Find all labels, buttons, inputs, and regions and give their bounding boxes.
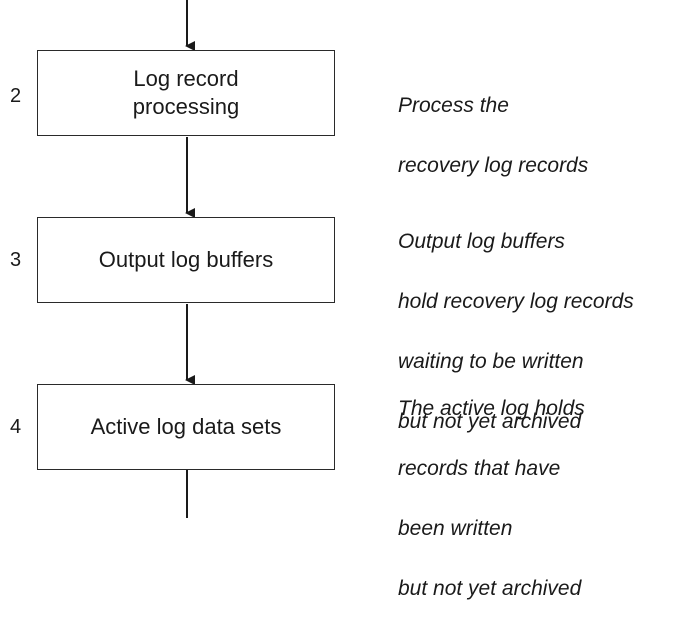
step-number-4: 4 [10,416,22,438]
description-line: Process the [398,94,509,117]
step-description-2: Process the recovery log records [398,61,588,211]
step-label: Active log data sets [90,414,282,439]
flow-connectors [185,0,195,518]
description-line: hold recovery log records [398,290,634,313]
step-description-3: Output log buffers hold recovery log rec… [398,197,634,467]
step-description-4: The active log holds records that have b… [398,364,585,634]
description-line: recovery log records [398,154,589,177]
step-box-output-log-buffers: Output log buffers [37,217,335,303]
step-number-2: 2 [10,85,22,107]
description-line: but not yet archived [398,410,582,433]
step-box-log-record-processing: Log record processing [37,50,335,136]
description-line: Output log buffers [398,230,565,253]
description-line: but not yet archived [398,577,582,600]
description-line: records that have [398,457,561,480]
step-box-active-log-data-sets: Active log data sets [37,384,335,470]
description-line: The active log holds [398,397,585,420]
description-line: waiting to be written [398,350,584,373]
step-label: Output log buffers [98,247,274,272]
description-line: been written [398,517,513,540]
step-number-3: 3 [10,249,22,271]
step-label: Log record processing [132,66,240,119]
